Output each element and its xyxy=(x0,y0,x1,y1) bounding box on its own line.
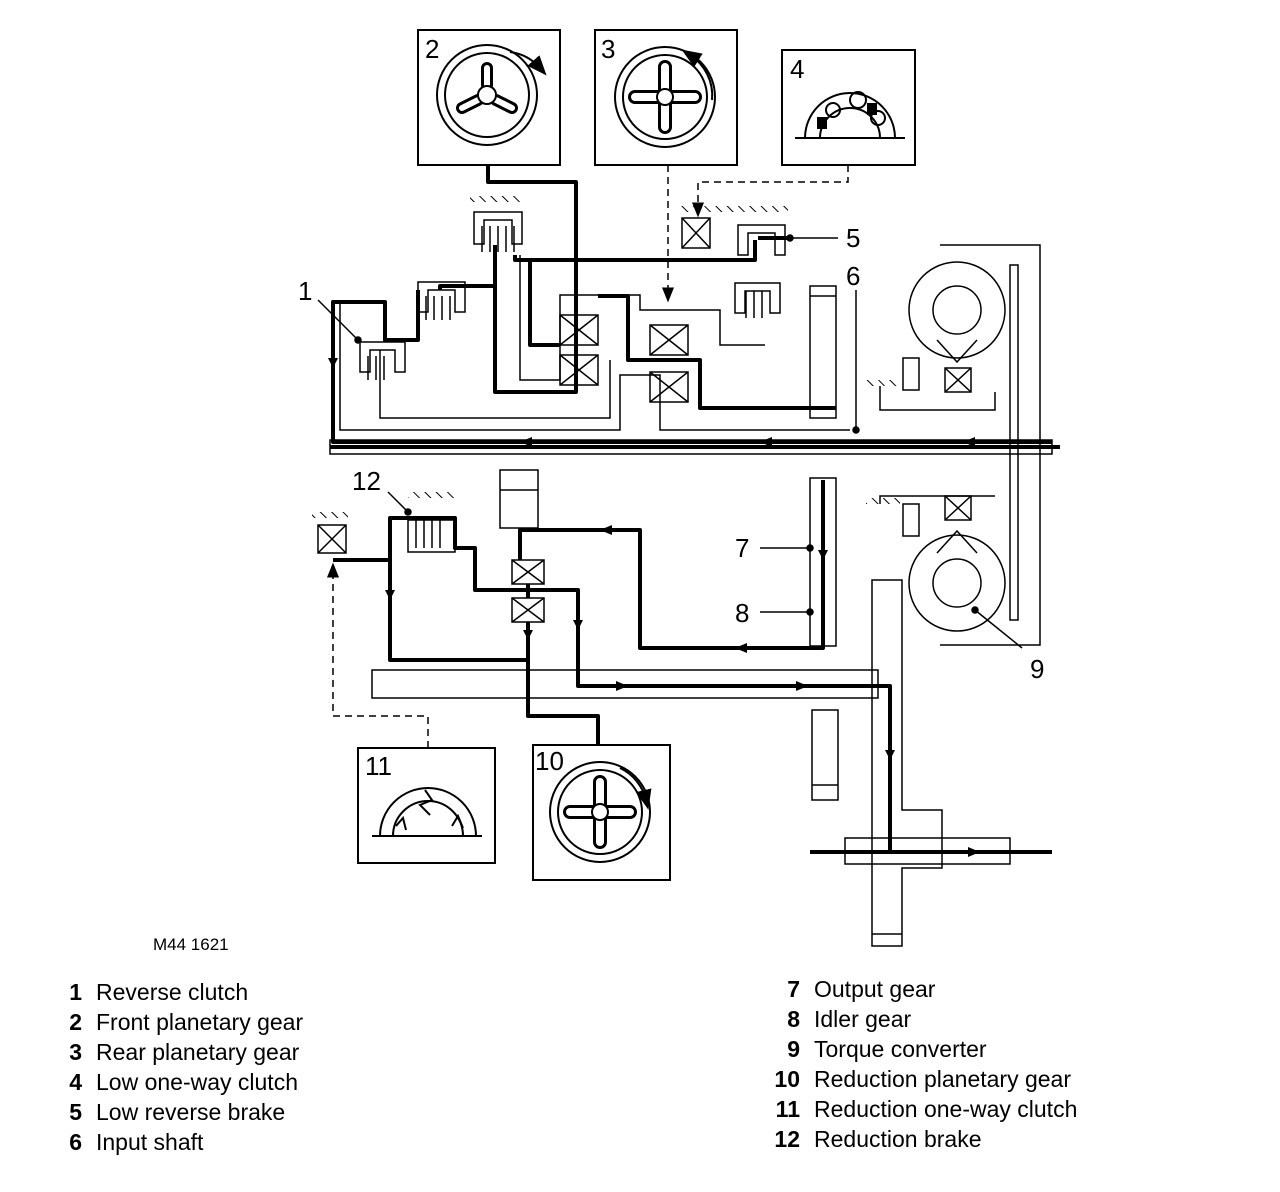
legend-number: 2 xyxy=(69,1009,82,1035)
legend-number: 10 xyxy=(774,1066,800,1092)
legend-label: Idler gear xyxy=(814,1006,912,1032)
callout-numbers: 1 2 3 4 5 6 7 8 9 10 11 12 xyxy=(298,34,1044,781)
legend-item: 1 Reverse clutch xyxy=(52,977,303,1007)
flow-arrows xyxy=(328,358,980,857)
legend-item: 2 Front planetary gear xyxy=(52,1007,303,1037)
legend-label: Output gear xyxy=(814,976,936,1002)
detail-box-reduction-one-way-clutch xyxy=(357,747,496,864)
legend-number: 11 xyxy=(775,1096,800,1122)
detail-box-low-one-way-clutch xyxy=(781,49,916,166)
legend-item: 3 Rear planetary gear xyxy=(52,1037,303,1067)
legend-label: Front planetary gear xyxy=(96,1009,304,1035)
legend-label: Reduction one-way clutch xyxy=(814,1096,1078,1122)
legend-number: 4 xyxy=(69,1069,82,1095)
legend-label: Low reverse brake xyxy=(96,1099,286,1125)
legend-label: Rear planetary gear xyxy=(96,1039,300,1065)
legend-item: 10 Reduction planetary gear xyxy=(770,1064,1077,1094)
callout-5: 5 xyxy=(846,223,860,253)
legend-label: Reverse clutch xyxy=(96,979,249,1005)
lower-gear-train xyxy=(317,469,1052,947)
power-flow-path xyxy=(331,165,1052,852)
callout-3: 3 xyxy=(601,34,615,64)
legend-number: 5 xyxy=(69,1099,82,1125)
legend-number: 12 xyxy=(774,1126,800,1152)
legend-item: 5 Low reverse brake xyxy=(52,1097,303,1127)
legend-label: Input shaft xyxy=(96,1129,204,1155)
legend-item: 7 Output gear xyxy=(770,974,1077,1004)
callout-2: 2 xyxy=(425,34,439,64)
legend-item: 4 Low one-way clutch xyxy=(52,1067,303,1097)
callout-6: 6 xyxy=(846,261,860,291)
detail-box-rear-planetary xyxy=(594,29,738,166)
legend-label: Reduction brake xyxy=(814,1126,982,1152)
torque-converter xyxy=(879,244,1041,646)
legend-number: 3 xyxy=(69,1039,82,1065)
legend-number: 6 xyxy=(69,1129,82,1155)
legend-label: Reduction planetary gear xyxy=(814,1066,1071,1092)
legend-item: 6 Input shaft xyxy=(52,1127,303,1157)
upper-gear-train xyxy=(312,196,1060,646)
callout-4: 4 xyxy=(790,54,804,84)
transmission-power-flow-diagram: 1 2 3 4 5 6 7 8 9 10 11 12 M44 1621 xyxy=(153,29,1060,954)
legend-number: 1 xyxy=(69,979,82,1005)
legend-number: 8 xyxy=(787,1006,800,1032)
callout-11: 11 xyxy=(365,751,392,781)
callout-8: 8 xyxy=(735,598,749,628)
planetary-sets-upper xyxy=(559,314,689,403)
legend-item: 12 Reduction brake xyxy=(770,1124,1077,1154)
clutch-packs-upper xyxy=(359,211,786,380)
detail-connectors xyxy=(327,165,849,748)
legend-number: 7 xyxy=(787,976,800,1002)
legend-label: Torque converter xyxy=(814,1036,987,1062)
callout-10: 10 xyxy=(535,746,564,776)
figure-code: M44 1621 xyxy=(153,935,229,954)
ground-hatch-marks xyxy=(312,196,900,518)
callout-12: 12 xyxy=(352,466,381,496)
legend-item: 11 Reduction one-way clutch xyxy=(770,1094,1078,1124)
output-gear-upper xyxy=(809,285,837,419)
callout-1: 1 xyxy=(298,276,312,306)
legend-number: 9 xyxy=(787,1036,800,1062)
idler-gear-block xyxy=(811,709,839,801)
legend-item: 8 Idler gear xyxy=(770,1004,1077,1034)
callout-7: 7 xyxy=(735,533,749,563)
legend-label: Low one-way clutch xyxy=(96,1069,298,1095)
callout-9: 9 xyxy=(1030,654,1044,684)
final-drive-housing xyxy=(871,579,943,947)
callout-leaders xyxy=(317,234,1023,649)
legend-item: 9 Torque converter xyxy=(770,1034,1077,1064)
legend-right-column: 7 Output gear 8 Idler gear 9 Torque convert… xyxy=(770,974,1077,1154)
detail-box-reduction-planetary xyxy=(532,744,671,881)
